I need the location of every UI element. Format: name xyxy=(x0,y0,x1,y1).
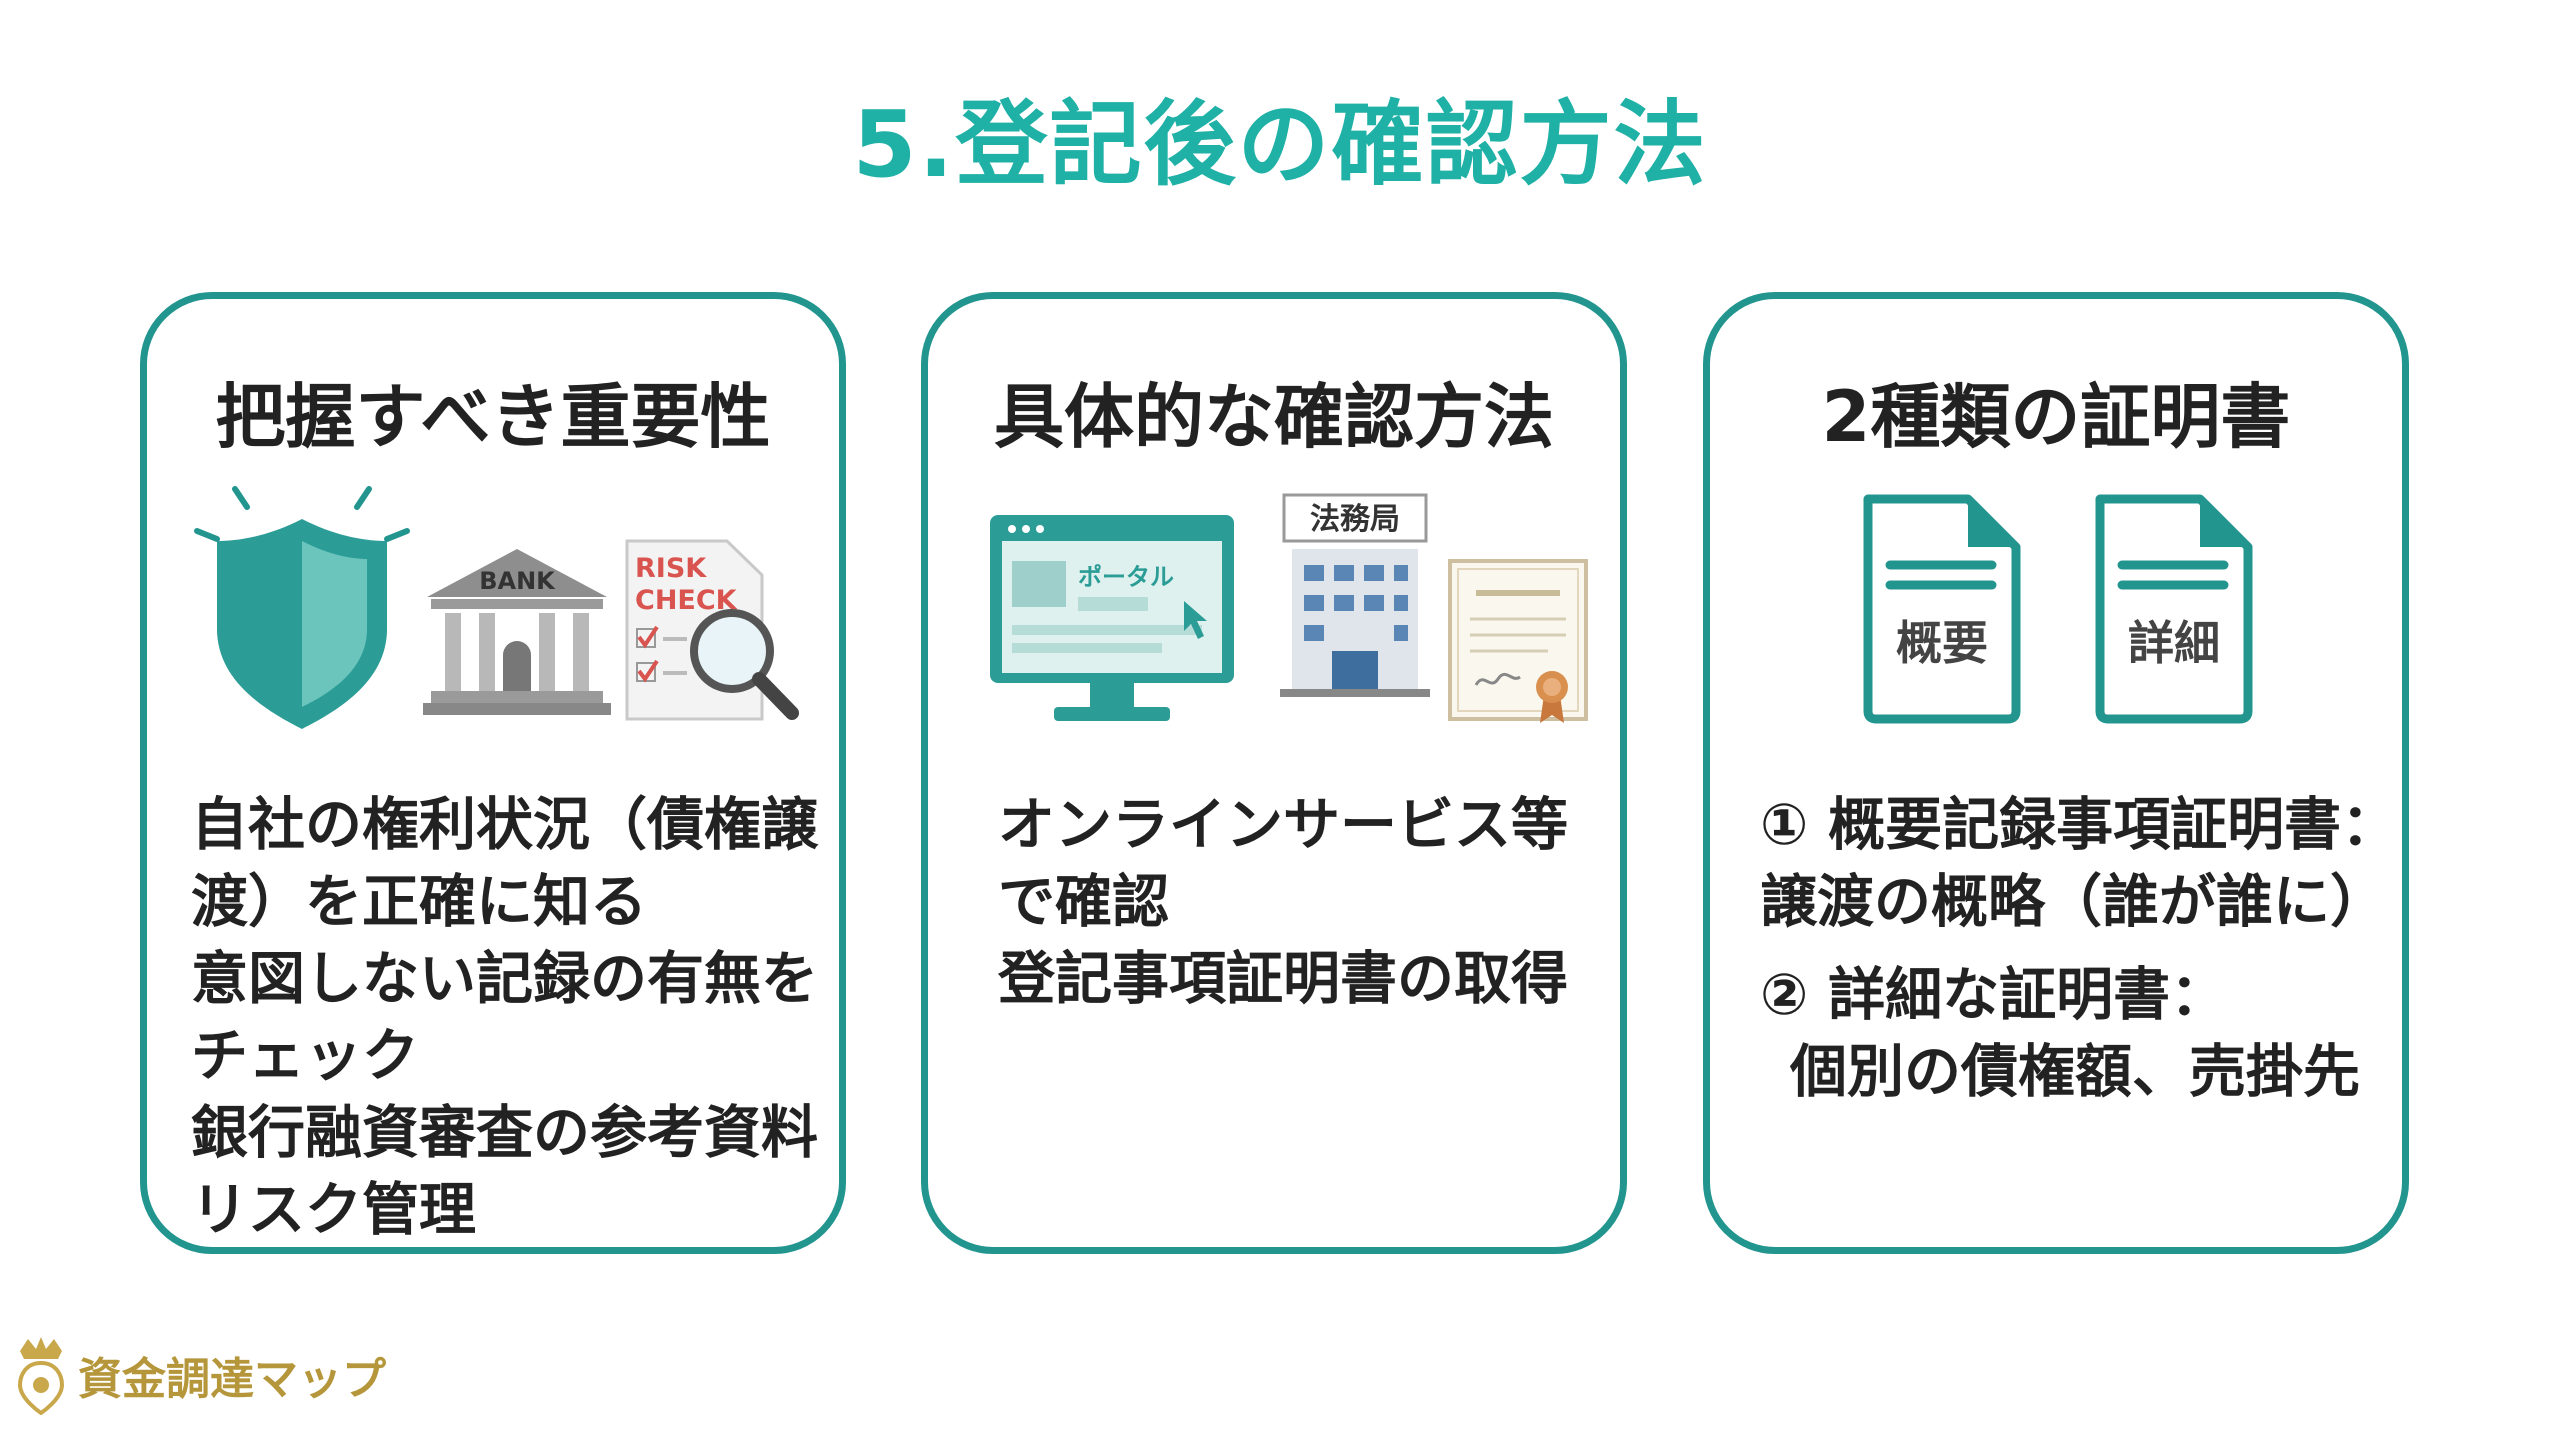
page-title: 5.登記後の確認方法 xyxy=(852,91,1708,198)
list-item: ② 詳細な証明書： 個別の債権額、売掛先 xyxy=(1760,957,2400,1111)
body-line: 意図しない記録の有無を xyxy=(191,946,818,1012)
item-detail: 譲渡の概略（誰が誰に） xyxy=(1760,869,2387,935)
bureau-label: 法務局 xyxy=(1310,502,1400,537)
shield-icon xyxy=(194,486,410,729)
card-methods: 具体的な確認方法 ポータル 法務局 xyxy=(921,292,1627,1254)
card-body: オンラインサービス等 で確認 登記事項証明書の取得 xyxy=(998,787,1618,1018)
card-illustration: BANK RISK CHECK xyxy=(194,486,799,729)
logo-icon xyxy=(17,1337,65,1415)
card-illustration: ポータル 法務局 xyxy=(990,493,1588,723)
risk-label: RISK xyxy=(635,553,707,584)
risk-check-icon: RISK CHECK xyxy=(625,539,799,721)
portal-label: ポータル xyxy=(1078,563,1174,591)
document-icon: 概要 xyxy=(1863,494,2021,724)
card-importance: 把握すべき重要性 BANK RISK CHECK xyxy=(140,292,846,1254)
doc-label: 概要 xyxy=(1896,616,1988,670)
bank-label: BANK xyxy=(479,567,556,595)
item-detail: 個別の債権額、売掛先 xyxy=(1790,1039,2360,1105)
body-line: リスク管理 xyxy=(191,1177,476,1243)
card-body: ① 概要記録事項証明書： 譲渡の概略（誰が誰に） ② 詳細な証明書： 個別の債権… xyxy=(1760,787,2400,1127)
list-item: ① 概要記録事項証明書： 譲渡の概略（誰が誰に） xyxy=(1760,787,2400,941)
body-line: 自社の権利状況（債権譲 xyxy=(191,792,818,858)
body-line: オンラインサービス等 xyxy=(998,792,1568,858)
body-line: で確認 xyxy=(998,869,1169,935)
card-title: 具体的な確認方法 xyxy=(994,376,1554,458)
body-line: 登記事項証明書の取得 xyxy=(998,946,1568,1012)
certificate-icon xyxy=(1448,559,1588,723)
body-line: チェック xyxy=(191,1023,419,1089)
card-body: 自社の権利状況（債権譲 渡）を正確に知る 意図しない記録の有無を チェック 銀行… xyxy=(191,787,831,1249)
doc-label: 詳細 xyxy=(2128,616,2220,670)
item-heading: ① 概要記録事項証明書： xyxy=(1760,792,2399,858)
card-certificates: 2種類の証明書 概要 詳細 ① 概要記録事項証明書： 譲渡の概略（誰が誰に） ②… xyxy=(1703,292,2409,1254)
legal-bureau-building-icon: 法務局 xyxy=(1280,493,1430,697)
bank-icon: BANK xyxy=(423,549,611,715)
card-title: 2種類の証明書 xyxy=(1821,376,2291,458)
portal-monitor-icon: ポータル xyxy=(990,515,1234,721)
card-illustration: 概要 詳細 xyxy=(1863,494,2253,724)
item-heading: ② 詳細な証明書： xyxy=(1760,962,2228,1028)
card-title: 把握すべき重要性 xyxy=(215,376,771,458)
body-line: 銀行融資審査の参考資料 xyxy=(191,1100,818,1166)
document-icon: 詳細 xyxy=(2095,494,2253,724)
body-line: 渡）を正確に知る xyxy=(191,869,647,935)
brand-name: 資金調達マップ xyxy=(78,1354,386,1405)
footer-logo: 資金調達マップ xyxy=(14,1335,386,1415)
